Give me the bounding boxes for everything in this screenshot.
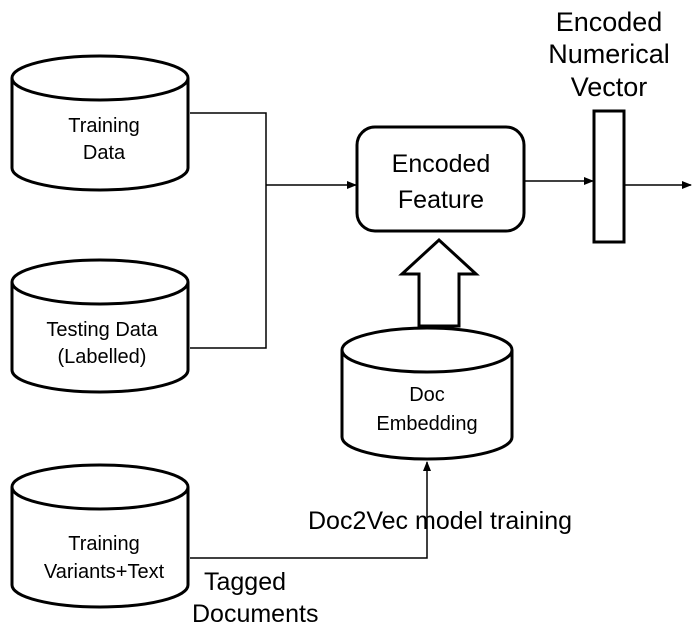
tagged-documents-label-line1: Tagged bbox=[204, 568, 286, 596]
training-variants-cylinder: Training Variants+Text bbox=[10, 463, 190, 609]
testing-data-label-line1: Testing Data bbox=[46, 319, 158, 341]
testing-data-cylinder: Testing Data (Labelled) bbox=[10, 258, 190, 394]
encoded-feature-label-line1: Encoded bbox=[392, 150, 491, 178]
encoded-vector-label-line1: Encoded bbox=[556, 7, 663, 37]
encoded-vector-bar bbox=[592, 109, 626, 244]
doc-embedding-cylinder: Doc Embedding bbox=[340, 326, 514, 461]
training-data-label-line2: Data bbox=[83, 142, 126, 164]
training-variants-label-line2: Variants+Text bbox=[44, 561, 165, 583]
encoded-vector-label-line2: Numerical bbox=[548, 39, 670, 69]
tagged-documents-label-line2: Documents bbox=[192, 600, 318, 628]
encoded-feature-box: Encoded Feature bbox=[355, 125, 526, 233]
doc-embedding-label-line1: Doc bbox=[409, 384, 445, 406]
doc2vec-training-label: Doc2Vec model training bbox=[308, 507, 572, 535]
encoded-feature-label-line2: Feature bbox=[398, 186, 484, 214]
doc2vec-training-connector bbox=[190, 461, 431, 559]
training-variants-label-line1: Training bbox=[68, 533, 140, 555]
testing-data-label-line2: (Labelled) bbox=[58, 346, 147, 368]
merge-connector bbox=[190, 112, 267, 349]
embedding-to-feature-up-arrow bbox=[398, 237, 480, 328]
doc-embedding-label-line2: Embedding bbox=[376, 413, 477, 435]
training-data-label-line1: Training bbox=[68, 115, 140, 137]
encoded-vector-label-line3: Vector bbox=[571, 72, 648, 102]
training-data-cylinder: Training Data bbox=[10, 54, 190, 192]
